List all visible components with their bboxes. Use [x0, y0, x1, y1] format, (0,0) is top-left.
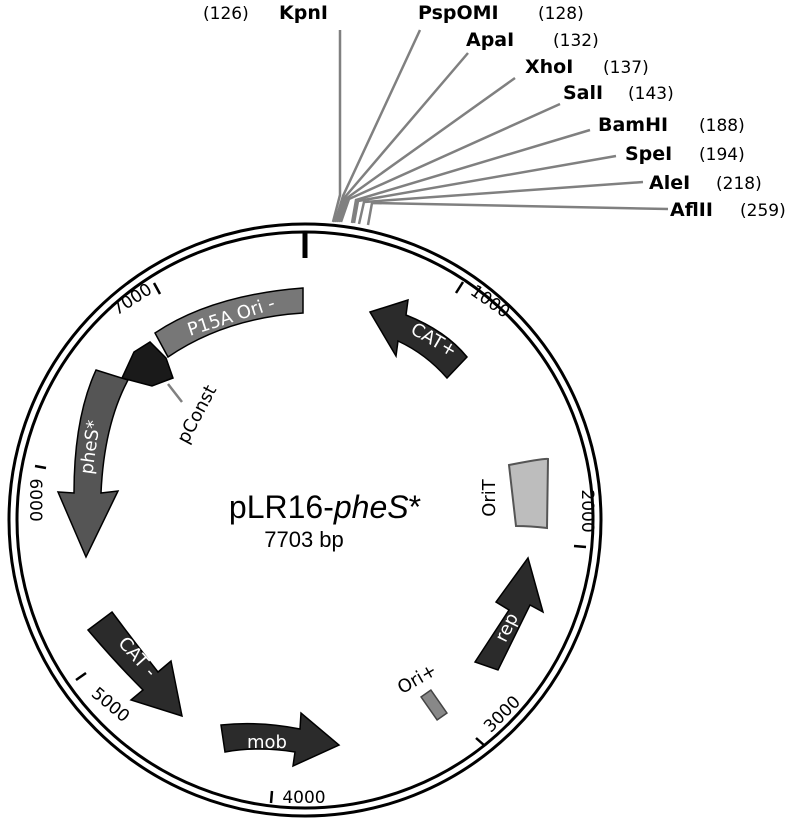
- mob-feature: [220, 711, 341, 768]
- tick-4000-mark: [269, 790, 274, 804]
- tick-7000-mark: [152, 282, 162, 295]
- phes-feature: [56, 369, 130, 559]
- kpni-leader: [331, 30, 342, 223]
- orit-label: OriT: [479, 478, 500, 517]
- sali-position: (143): [628, 84, 674, 104]
- plasmid-name-prefix: pLR16-: [229, 489, 334, 525]
- tick-label-6000: 6000: [25, 478, 45, 521]
- xhoi-name: XhoI: [525, 56, 573, 78]
- tick-label-7000: 7000: [109, 280, 156, 320]
- backbone-outer-ring: [7, 222, 603, 818]
- apai-position: (132): [553, 31, 599, 51]
- tick-3000-mark: [475, 737, 486, 747]
- aflii-leader: [366, 201, 669, 226]
- spei-position: (194): [699, 145, 745, 165]
- xhoi-position: (137): [603, 58, 649, 78]
- sali-leader: [339, 102, 561, 223]
- plasmid-size: 7703 bp: [264, 527, 344, 552]
- tick-1000-mark: [454, 281, 465, 294]
- pconst-label: pConst: [173, 382, 221, 447]
- tick-6000-mark: [34, 464, 47, 470]
- bamhi-position: (188): [699, 116, 745, 136]
- bamhi-leader: [350, 128, 591, 224]
- plasmid-name: pLR16-pheS*: [229, 489, 421, 525]
- mob-label: mob: [247, 732, 287, 753]
- restriction-labels: (126) KpnI PspOMI (128) ApaI (132) XhoI …: [203, 2, 786, 221]
- xhoi-leader: [337, 76, 516, 223]
- aflii-position: (259): [740, 201, 786, 221]
- cat-minus-feature: [86, 610, 183, 718]
- aflii-name: AflII: [670, 199, 713, 221]
- cat-plus-feature: [368, 298, 468, 380]
- orit-feature: [507, 457, 550, 530]
- ori-plus-feature: [420, 689, 448, 721]
- spei-name: SpeI: [625, 143, 672, 165]
- alei-name: AleI: [649, 172, 690, 194]
- pspomi-leader: [333, 29, 422, 223]
- tick-label-2000: 2000: [577, 489, 597, 532]
- plasmid-name-italic: pheS: [333, 489, 409, 525]
- bamhi-name: BamHI: [598, 114, 668, 136]
- spei-leader: [352, 154, 617, 224]
- apai-leader: [335, 52, 469, 223]
- kpni-position: (126): [203, 4, 249, 24]
- restriction-leaders: [331, 29, 669, 226]
- alei-position: (218): [716, 174, 762, 194]
- pspomi-name: PspOMI: [418, 2, 499, 24]
- tick-label-4000: 4000: [282, 788, 325, 808]
- kpni-name: KpnI: [279, 2, 328, 24]
- alei-leader: [357, 180, 644, 225]
- pconst-feature: [120, 341, 174, 387]
- rep-feature: [473, 556, 545, 671]
- sali-name: SalI: [563, 82, 603, 104]
- tick-2000-mark: [573, 544, 587, 549]
- tick-label-5000: 5000: [87, 684, 133, 727]
- pspomi-position: (128): [538, 4, 584, 24]
- p15a-feature: [154, 287, 304, 359]
- tick-5000-mark: [75, 671, 87, 682]
- pconst-leader: [167, 383, 183, 403]
- plasmid-name-suffix: *: [409, 489, 421, 525]
- apai-name: ApaI: [466, 29, 514, 51]
